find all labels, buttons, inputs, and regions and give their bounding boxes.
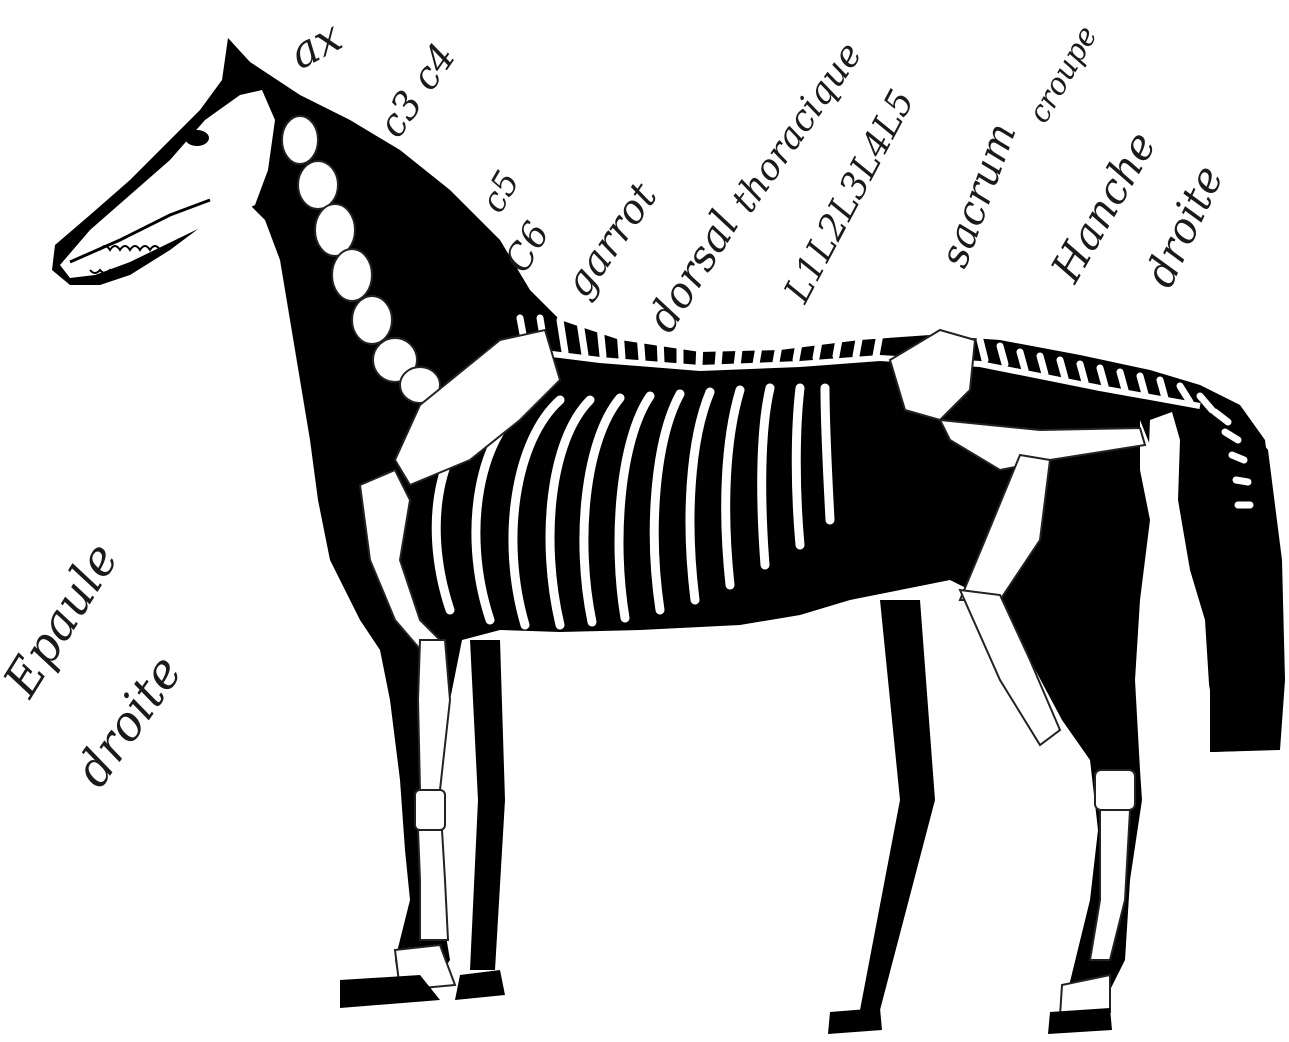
label-c5: c5 xyxy=(473,164,528,219)
label-dorsal: dorsal xyxy=(637,202,749,340)
label-droite-hip: droite xyxy=(1135,158,1233,294)
label-sacrum: sacrum xyxy=(931,117,1025,273)
label-droite-shoulder: droite xyxy=(64,645,193,796)
label-croupe: croupe xyxy=(1022,20,1105,129)
label-garrot: garrot xyxy=(556,174,668,306)
hooves xyxy=(340,970,1112,1034)
label-atlas: ax xyxy=(281,11,350,80)
far-legs xyxy=(470,600,935,1010)
label-epaule: Epaule xyxy=(0,533,130,707)
label-c3-c4: c3 c4 xyxy=(369,36,464,146)
